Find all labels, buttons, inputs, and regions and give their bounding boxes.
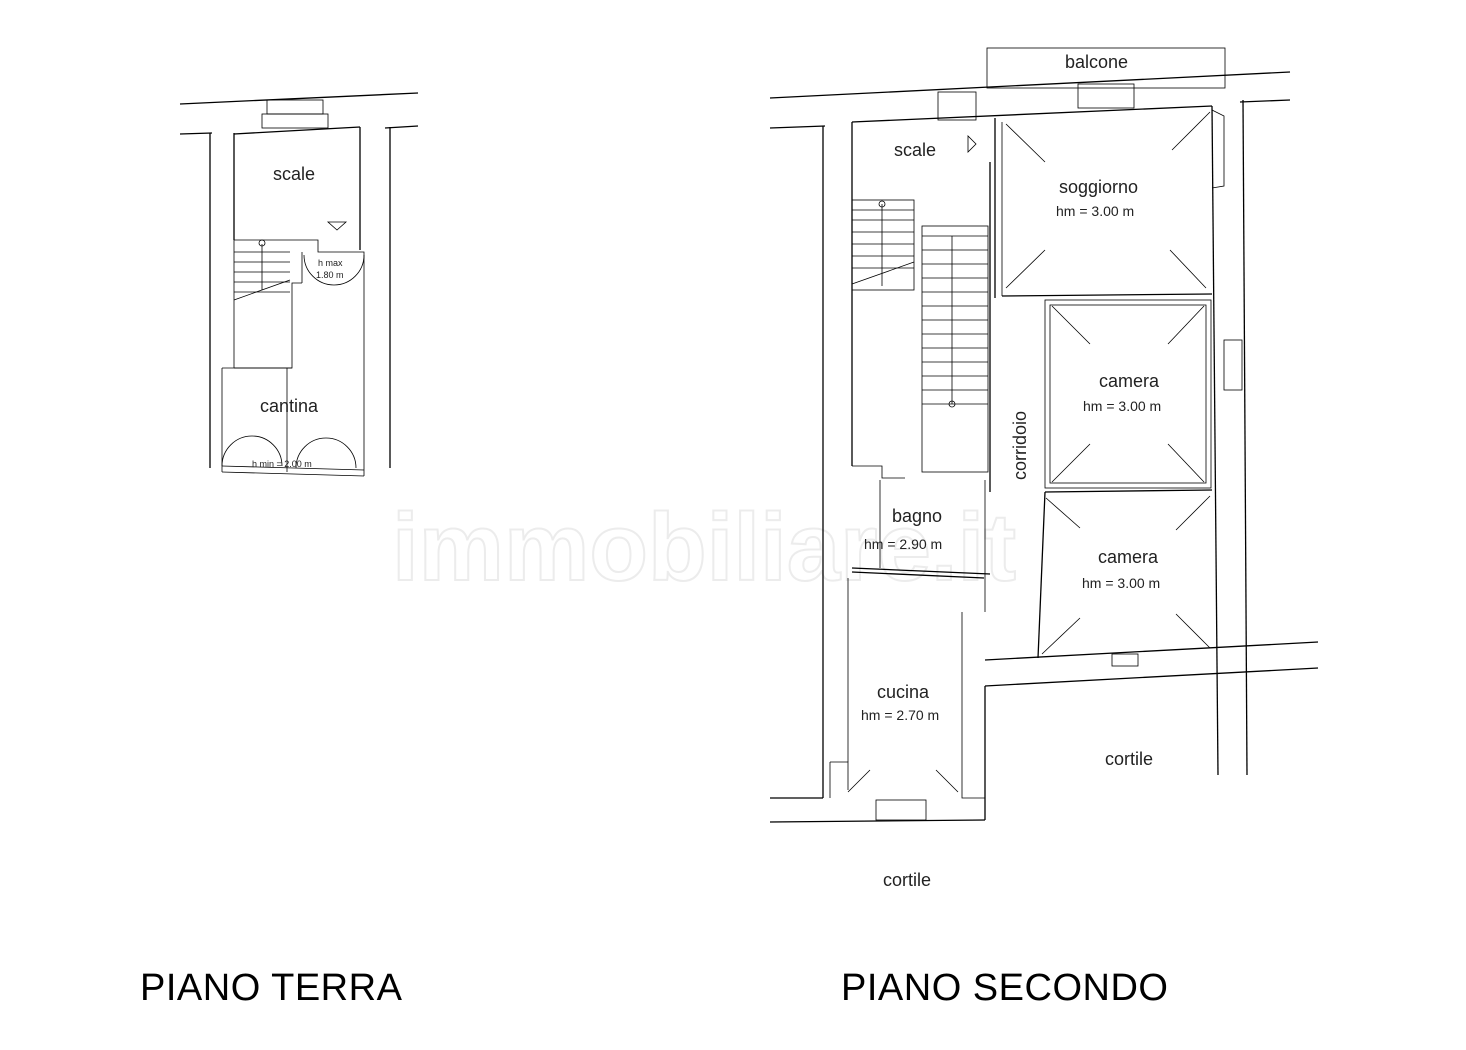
ps-camera1-height: hm = 3.00 m [1083,398,1161,414]
ps-balcone-label: balcone [1065,52,1128,72]
ps-camera1-label: camera [1099,371,1160,391]
piano-terra-plan: scale cantina h max 1.80 m h min = 2.00 … [179,92,419,477]
pt-cantina-label: cantina [260,396,319,416]
piano-terra-title: PIANO TERRA [140,967,403,1009]
ps-camera2-label: camera [1098,547,1159,567]
ps-camera2-height: hm = 3.00 m [1082,575,1160,591]
ps-bagno-height: hm = 2.90 m [864,536,942,552]
ps-soggiorno-label: soggiorno [1059,177,1138,197]
pt-hmin-label: h min = 2.00 m [252,459,312,469]
ps-soggiorno-height: hm = 3.00 m [1056,203,1134,219]
pt-scale-label: scale [273,164,315,184]
pt-hmax-label: h max [318,258,343,268]
ps-cucina-height: hm = 2.70 m [861,707,939,723]
piano-secondo-plan: balcone scale soggiorno hm = 3.00 m came… [769,47,1319,890]
watermark: immobiliare.it [392,494,1016,601]
stair-arrow-icon [326,221,348,231]
ps-cortile-bottom-label: cortile [883,870,931,890]
ps-cortile-right-label: cortile [1105,749,1153,769]
ps-bagno-label: bagno [892,506,942,526]
piano-secondo-title: PIANO SECONDO [841,967,1168,1009]
stair-arrow-icon [967,135,977,153]
ps-cucina-label: cucina [877,682,930,702]
ps-corridoio-label: corridoio [1010,411,1030,480]
pt-hmax-value: 1.80 m [316,270,344,280]
ps-scale-label: scale [894,140,936,160]
